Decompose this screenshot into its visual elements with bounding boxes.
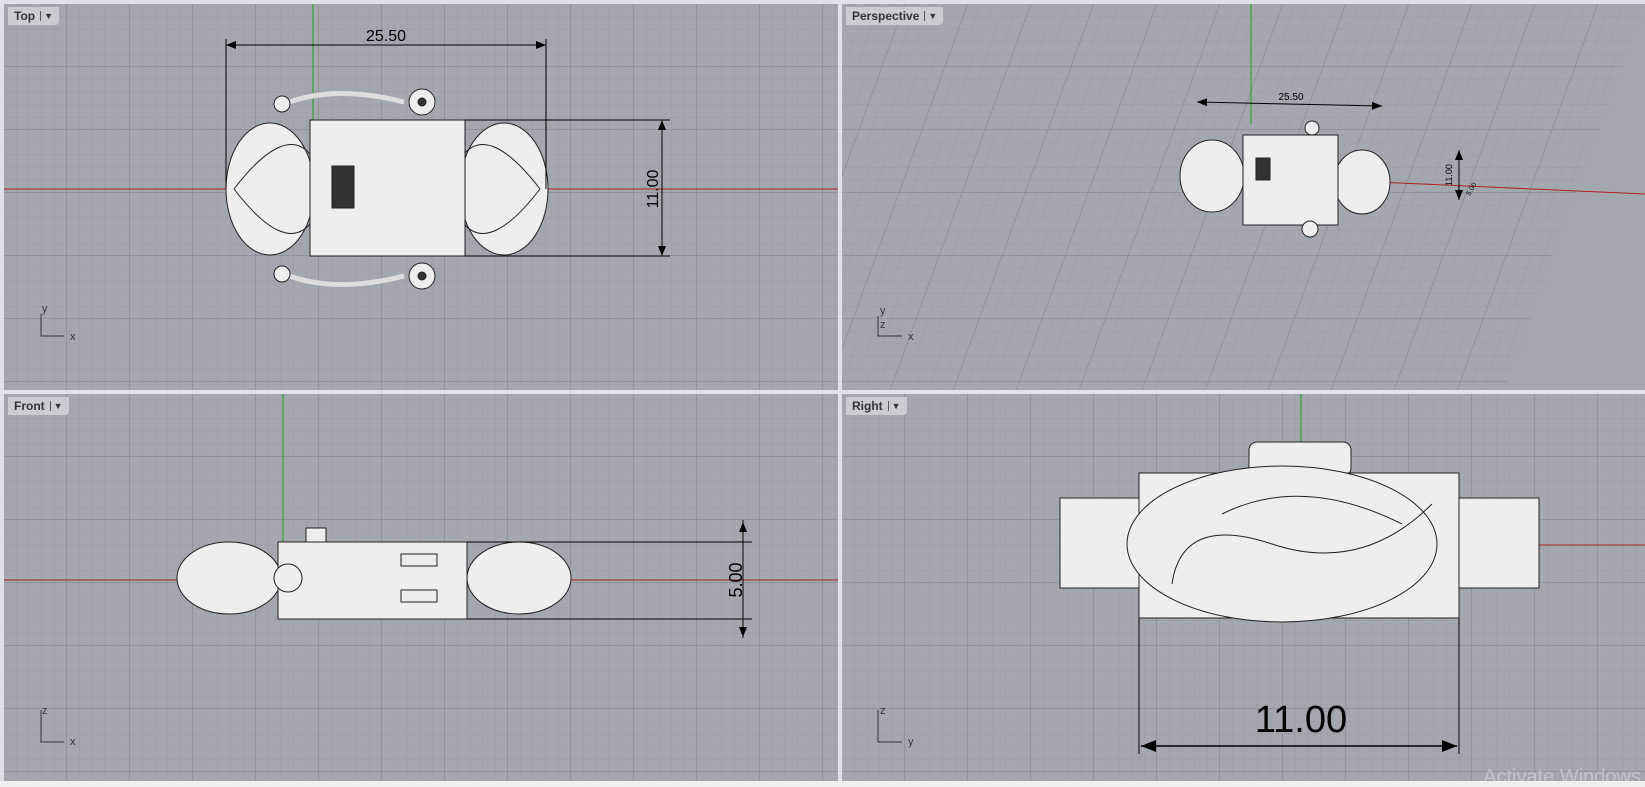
svg-text:z: z bbox=[880, 705, 886, 717]
model-right bbox=[1059, 441, 1540, 623]
viewport-tab-perspective[interactable]: Perspective ▼ bbox=[846, 7, 944, 25]
svg-text:y: y bbox=[42, 303, 48, 315]
dimension-label: 25.50 bbox=[366, 28, 406, 45]
svg-text:25.50: 25.50 bbox=[1278, 92, 1303, 103]
front-view-canvas[interactable]: 5.00 zx bbox=[4, 394, 838, 781]
activation-watermark: Activate Windows bbox=[1483, 766, 1641, 781]
dropdown-arrow-icon[interactable]: ▼ bbox=[40, 11, 53, 21]
model-top bbox=[225, 88, 549, 290]
model-front bbox=[176, 527, 572, 620]
svg-text:x: x bbox=[908, 331, 914, 343]
dimension-height: 11.00 bbox=[465, 119, 670, 257]
model-perspective bbox=[1179, 120, 1391, 238]
svg-text:11.00: 11.00 bbox=[1444, 164, 1454, 186]
viewport-tab-right[interactable]: Right ▼ bbox=[846, 397, 907, 415]
viewport-tab-front[interactable]: Front ▼ bbox=[8, 397, 69, 415]
viewport-title: Front bbox=[14, 399, 45, 413]
dimension-label: 11.00 bbox=[645, 169, 662, 208]
axis-widget: yz x bbox=[877, 305, 914, 343]
svg-text:x: x bbox=[70, 736, 76, 748]
dimension-height: 5.00 bbox=[467, 520, 752, 638]
svg-text:y: y bbox=[880, 305, 886, 317]
status-strip bbox=[0, 781, 1645, 787]
viewport-title: Right bbox=[852, 399, 883, 413]
axis-widget: zy bbox=[877, 705, 914, 748]
svg-text:y: y bbox=[908, 736, 914, 748]
viewport-tab-top[interactable]: Top ▼ bbox=[8, 7, 60, 25]
top-view-canvas[interactable]: 25.50 11.00 yx bbox=[4, 4, 838, 390]
axis-widget: zx bbox=[40, 705, 76, 748]
svg-text:5.00: 5.00 bbox=[726, 562, 746, 597]
dropdown-arrow-icon[interactable]: ▼ bbox=[49, 401, 63, 411]
svg-text:x: x bbox=[70, 331, 76, 343]
svg-text:z: z bbox=[880, 319, 886, 331]
svg-text:z: z bbox=[42, 705, 48, 717]
right-view-canvas[interactable]: 11.00 zy bbox=[842, 394, 1645, 781]
dimension-width: 25.50 bbox=[225, 28, 547, 189]
dimension-width: 11.00 bbox=[1138, 618, 1460, 754]
dropdown-arrow-icon[interactable]: ▼ bbox=[887, 401, 901, 411]
dropdown-arrow-icon[interactable]: ▼ bbox=[924, 11, 937, 21]
axis-widget: yx bbox=[40, 303, 76, 343]
viewport-title: Perspective bbox=[852, 9, 920, 23]
svg-text:11.00: 11.00 bbox=[1255, 699, 1347, 741]
viewport-title: Top bbox=[14, 9, 36, 23]
perspective-view-canvas[interactable]: 25.50 11.00 5.00 yzx bbox=[842, 4, 1645, 390]
